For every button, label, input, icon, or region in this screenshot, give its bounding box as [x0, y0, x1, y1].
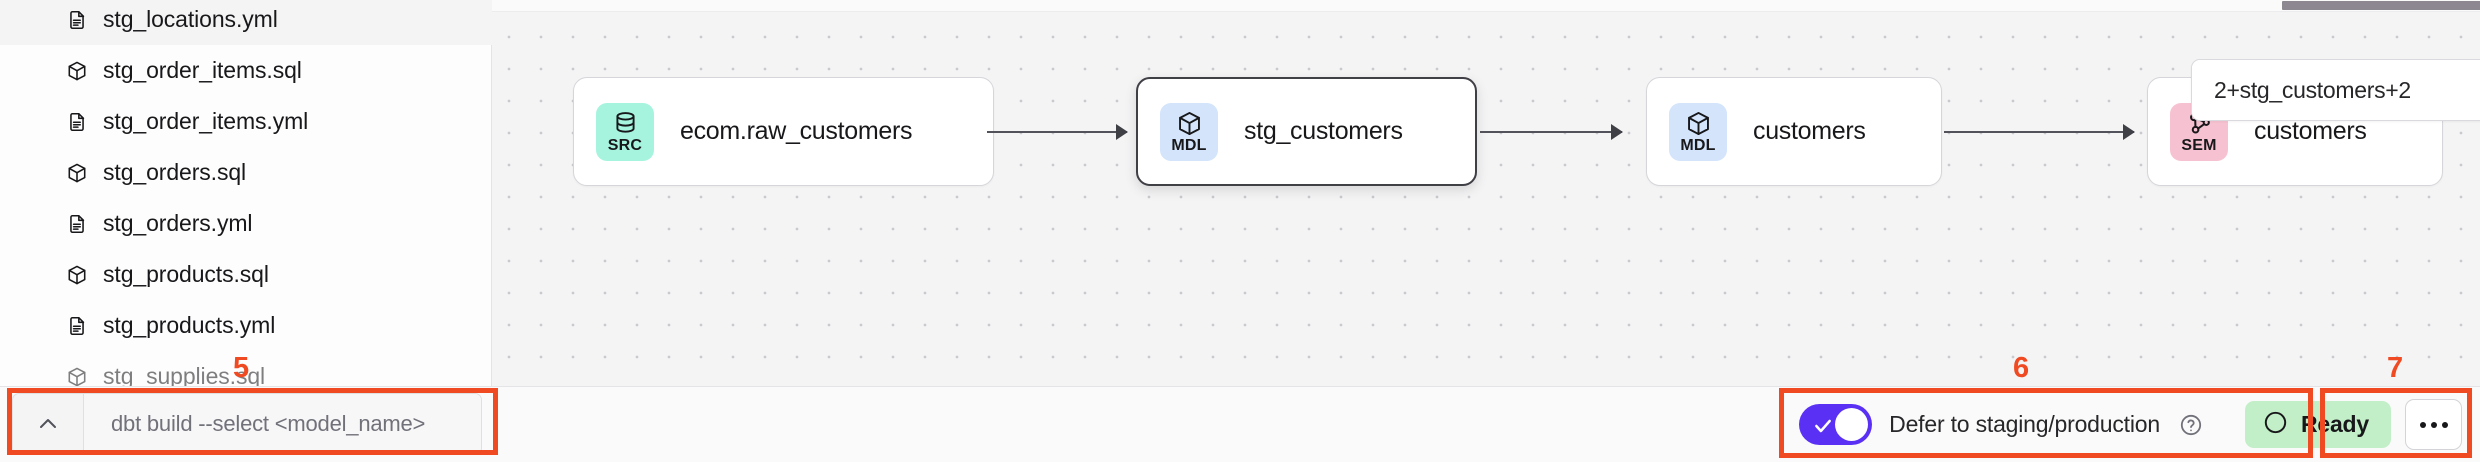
node-type-badge: SRC — [596, 102, 654, 161]
annotation-number: 7 — [2387, 352, 2404, 384]
defer-label: Defer to staging/production — [1889, 411, 2160, 437]
file-tree-item[interactable]: stg_products.yml — [0, 300, 492, 351]
sql-model-icon — [66, 60, 88, 82]
status-group: Ready — [2229, 399, 2462, 450]
lineage-node[interactable]: MDL customers — [1646, 77, 1942, 186]
status-bar: Defer to staging/production Ready — [492, 386, 2480, 462]
edge-src-to-stg — [987, 124, 1128, 140]
chevron-up-icon[interactable] — [13, 394, 84, 454]
canvas-horizontal-scrollbar-track[interactable] — [492, 0, 2480, 12]
check-icon — [1813, 416, 1833, 441]
file-tree-item-label: stg_supplies.sql — [103, 363, 266, 389]
file-tree-item-label: stg_order_items.sql — [103, 57, 302, 83]
node-type-badge: MDL — [1669, 102, 1727, 161]
lineage-node[interactable]: SRC ecom.raw_customers — [573, 77, 994, 186]
node-type-label: MDL — [1680, 136, 1716, 154]
file-tree-item-label: stg_products.sql — [103, 261, 269, 287]
lineage-node-label: stg_customers — [1244, 117, 1403, 145]
file-tree-item-label: stg_locations.yml — [103, 6, 278, 32]
file-tree-item-label: stg_orders.yml — [103, 210, 253, 236]
help-circle-icon[interactable] — [2179, 413, 2203, 437]
file-tree-item[interactable]: stg_orders.yml — [0, 198, 492, 249]
sql-model-icon — [66, 366, 88, 388]
command-bar-region: dbt build --select <model_name> — [0, 386, 492, 462]
annotation-number: 6 — [2013, 352, 2030, 384]
cube-icon — [1685, 110, 1712, 137]
graph-toolbar: 2+stg_customers+2 Update Graph — [2191, 59, 2480, 121]
canvas-horizontal-scrollbar-thumb[interactable] — [2282, 1, 2480, 10]
file-tree-item[interactable]: stg_order_items.yml — [0, 96, 492, 147]
lineage-node-label: customers — [1753, 117, 1866, 145]
annotation-number: 5 — [233, 352, 250, 384]
file-tree-list: stg_locations.yml stg_order_items.sql stg_… — [0, 0, 492, 402]
file-tree-item-label: stg_orders.sql — [103, 159, 247, 185]
defer-toggle-group: Defer to staging/production — [1787, 404, 2229, 445]
more-options-button[interactable] — [2405, 399, 2462, 450]
file-tree-item[interactable]: stg_products.sql — [0, 249, 492, 300]
file-tree-item[interactable]: stg_order_items.sql — [0, 45, 492, 96]
file-tree-item[interactable]: stg_supplies.sql — [0, 351, 492, 402]
sql-model-icon — [66, 264, 88, 286]
file-tree-item[interactable]: stg_orders.sql — [0, 147, 492, 198]
graph-selector-input[interactable]: 2+stg_customers+2 — [2192, 60, 2480, 120]
yaml-file-icon — [66, 111, 88, 133]
file-tree-item-label: stg_order_items.yml — [103, 108, 309, 134]
node-type-label: SEM — [2181, 136, 2217, 154]
status-badge[interactable]: Ready — [2244, 401, 2391, 448]
status-circle-icon — [2263, 410, 2288, 440]
file-explorer-sidebar: stg_locations.yml stg_order_items.sql stg_… — [0, 0, 492, 462]
node-type-label: SRC — [607, 136, 643, 154]
graph-selector-group: 2+stg_customers+2 Update Graph — [2191, 59, 2480, 121]
cube-icon — [1176, 110, 1203, 137]
lineage-node-label: ecom.raw_customers — [680, 117, 913, 145]
yaml-file-icon — [66, 213, 88, 235]
node-type-label: MDL — [1171, 136, 1207, 154]
status-label: Ready — [2300, 411, 2369, 437]
command-input[interactable]: dbt build --select <model_name> — [84, 394, 481, 454]
command-bar[interactable]: dbt build --select <model_name> — [12, 393, 482, 455]
lineage-node[interactable]: MDL stg_customers — [1136, 77, 1477, 186]
edge-stg-to-customers — [1480, 124, 1623, 140]
node-type-badge: MDL — [1160, 102, 1218, 161]
file-tree-item[interactable]: stg_locations.yml — [0, 0, 492, 45]
toggle-knob — [1835, 408, 1869, 441]
defer-toggle[interactable] — [1799, 404, 1873, 445]
yaml-file-icon — [66, 315, 88, 337]
sql-model-icon — [66, 162, 88, 184]
edge-customers-to-sem — [1944, 124, 2135, 140]
database-icon — [612, 110, 639, 137]
yaml-file-icon — [66, 9, 88, 31]
ellipsis-icon — [2419, 421, 2448, 428]
file-tree-item-label: stg_products.yml — [103, 312, 276, 338]
lineage-node-label: customers — [2254, 117, 2367, 145]
